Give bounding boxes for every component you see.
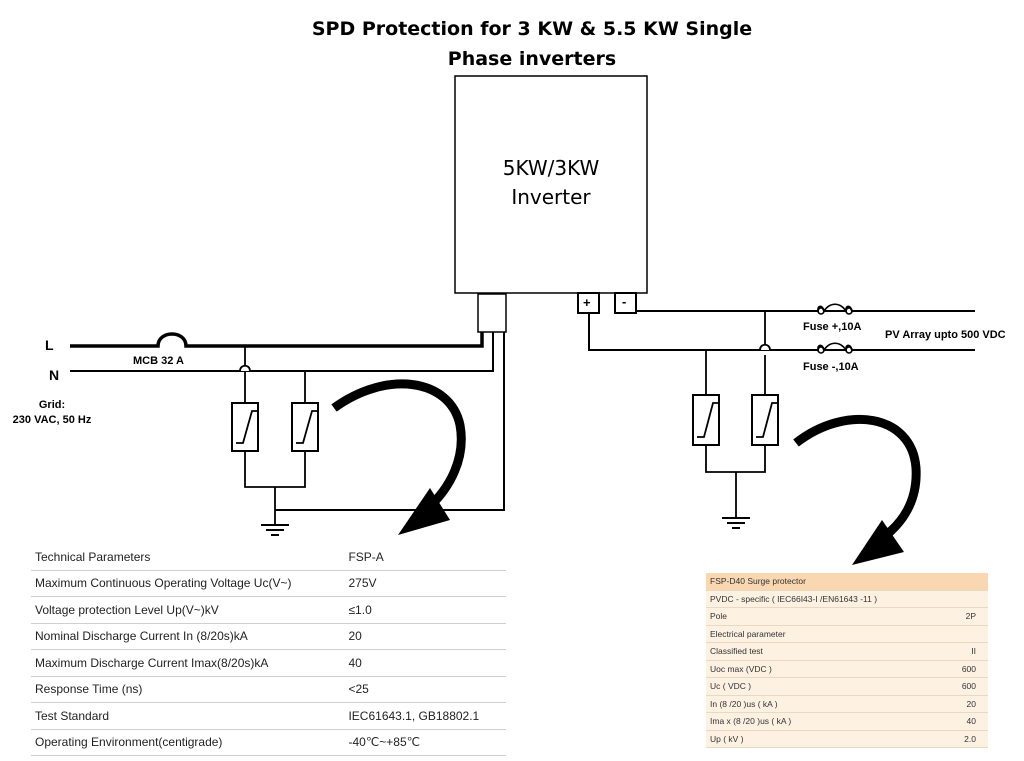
table-cell: 2.0 [912, 730, 988, 748]
spd-right-group [692, 311, 779, 529]
label-grid-line-1: Grid: [38, 399, 66, 411]
line-n [70, 332, 494, 372]
table-cell: 275V [336, 570, 506, 597]
label-grid-line-2: 230 VAC, 50 Hz [12, 414, 92, 426]
table-cell: Response Time (ns) [31, 676, 337, 703]
label-l: L [45, 337, 54, 353]
ac-terminal [477, 293, 507, 333]
crossing-left [239, 364, 251, 372]
label-fuse-negative: Fuse -,10A [803, 361, 859, 373]
line-dc-neg [636, 305, 975, 312]
label-n: N [49, 367, 60, 383]
table-cell: PVDC - specific ( IEC66I43-I /EN61643 -1… [706, 590, 912, 608]
table-row: Maximum Continuous Operating Voltage Uc(… [31, 570, 506, 597]
table-cell: Nominal Discharge Current In (8/20s)kA [31, 623, 337, 650]
arrow-left [331, 379, 466, 512]
table-cell: II [912, 642, 988, 661]
table-cell: 40 [336, 649, 506, 677]
table-cell: Ima x (8 /20 )us ( kA ) [706, 712, 912, 731]
table-cell: In (8 /20 )us ( kA ) [706, 695, 912, 713]
table-row: Voltage protection Level Up(V~)kV≤1.0 [31, 596, 506, 624]
table-cell: Test Standard [31, 702, 337, 730]
table-cell: Pole [706, 607, 912, 626]
arrow-right [793, 414, 921, 544]
table-row: In (8 /20 )us ( kA )20 [706, 695, 988, 713]
table-cell: 20 [336, 623, 506, 650]
spd-left-group [231, 346, 319, 536]
table-cell: FSP-D40 Surge protector [706, 573, 912, 591]
table-cell [912, 625, 988, 643]
table-cell: Up ( kV ) [706, 730, 912, 748]
table-cell: ≤1.0 [336, 596, 506, 624]
table-row: Up ( kV )2.0 [706, 730, 988, 748]
table-cell: -40℃~+85℃ [336, 729, 506, 756]
table-cell [912, 590, 988, 608]
table-cell: Classified test [706, 642, 912, 661]
arrow-right-head [852, 520, 904, 565]
table-cell: 600 [912, 677, 988, 696]
table-row: PVDC - specific ( IEC66I43-I /EN61643 -1… [706, 590, 988, 608]
table-cell: Technical Parameters [31, 544, 337, 571]
table-cell: IEC61643.1, GB18802.1 [336, 702, 506, 730]
label-fuse-positive: Fuse +,10A [803, 321, 862, 333]
table-cell: 20 [912, 695, 988, 713]
table-cell: 2P [912, 607, 988, 626]
inverter-label-line-1: 5KW/3KW [502, 156, 600, 180]
terminal-minus [614, 292, 637, 314]
table-row: FSP-D40 Surge protector [706, 573, 988, 591]
table-cell: Maximum Discharge Current Imax(8/20s)kA [31, 649, 337, 677]
table-cell: FSP-A [336, 544, 506, 571]
table-row: Response Time (ns)<25 [31, 676, 506, 703]
inverter-box [454, 75, 648, 294]
table-cell: Operating Environment(centigrade) [31, 729, 337, 756]
table-cell: Voltage protection Level Up(V~)kV [31, 596, 337, 624]
table-fsp-d40: FSP-D40 Surge protector PVDC - specific … [706, 573, 988, 748]
table-cell [912, 573, 988, 591]
table-cell: <25 [336, 676, 506, 703]
table-cell: Maximum Continuous Operating Voltage Uc(… [31, 570, 337, 597]
crossing-right [759, 343, 771, 351]
table-cell: Uoc max (VDC ) [706, 660, 912, 678]
label-grid: Grid: 230 VAC, 50 Hz [2, 398, 102, 428]
table-cell: 40 [912, 712, 988, 731]
terminal-plus-symbol: + [583, 295, 591, 310]
table-row: Uoc max (VDC )600 [706, 660, 988, 678]
table-cell: Uc ( VDC ) [706, 677, 912, 696]
terminal-minus-symbol: - [622, 294, 627, 309]
line-pe [275, 332, 505, 511]
title-line-2: Phase inverters [447, 48, 617, 70]
arrow-left-head [398, 488, 450, 535]
title-line-1: SPD Protection for 3 KW & 5.5 KW Single [311, 18, 753, 40]
table-row: Ima x (8 /20 )us ( kA )40 [706, 712, 988, 731]
table-cell: Electrical parameter [706, 625, 912, 643]
label-pv-array: PV Array upto 500 VDC [885, 329, 1006, 341]
inverter-label: 5KW/3KW Inverter [455, 154, 647, 212]
fuses [817, 303, 853, 354]
table-row: Operating Environment(centigrade)-40℃~+8… [31, 729, 506, 756]
diagram-title: SPD Protection for 3 KW & 5.5 KW Single … [262, 14, 802, 74]
inverter-label-line-2: Inverter [511, 185, 591, 209]
label-mcb: MCB 32 A [133, 355, 184, 367]
table-cell: 600 [912, 660, 988, 678]
line-l [70, 332, 484, 348]
table-row: Electrical parameter [706, 625, 988, 643]
table-row: Uc ( VDC )600 [706, 677, 988, 696]
